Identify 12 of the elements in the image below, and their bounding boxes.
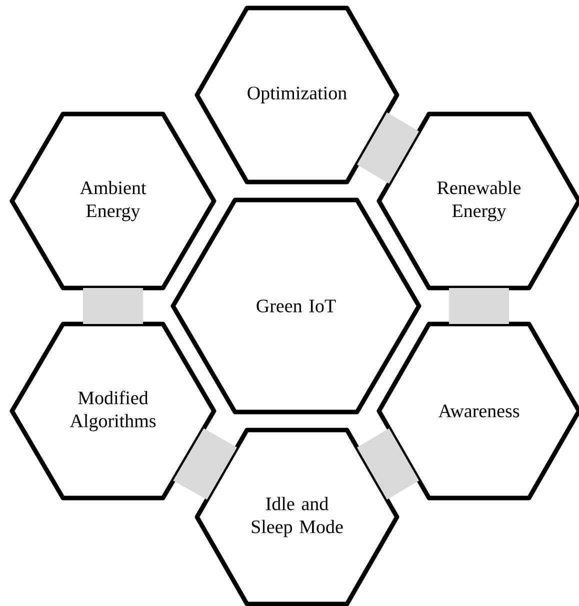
- connector-band: [357, 428, 419, 500]
- connector-band: [173, 428, 237, 500]
- connector-band: [357, 112, 419, 184]
- hexagon: Awareness: [376, 322, 579, 500]
- hexagon: Ambient Energy: [10, 112, 216, 290]
- hexagon: Idle and Sleep Mode: [194, 428, 400, 606]
- connector-band: [449, 288, 509, 324]
- connector-band: [83, 288, 143, 324]
- hexagon: Modified Algorithms: [10, 322, 216, 500]
- hexagon: Optimization: [194, 6, 400, 184]
- hexagon: Renewable Energy: [376, 112, 579, 290]
- hexagon: Green IoT: [170, 198, 422, 414]
